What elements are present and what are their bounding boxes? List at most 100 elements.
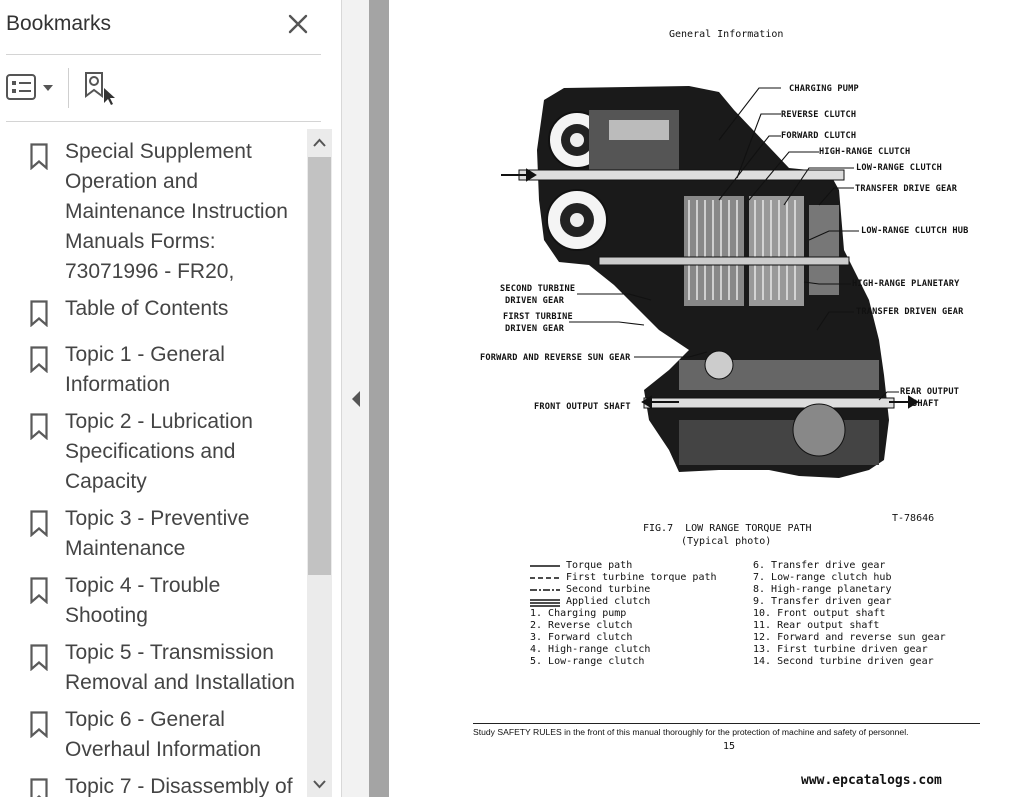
- legend-item: 12. Forward and reverse sun gear: [753, 632, 946, 643]
- bookmark-label: 73071996 - FR20,: [65, 260, 235, 283]
- bookmark-label: Topic 2 - Lubrication: [65, 410, 253, 433]
- panel-title: Bookmarks: [6, 12, 112, 35]
- legend-item: 2. Reverse clutch: [530, 620, 633, 631]
- list-options-button[interactable]: [5, 72, 57, 104]
- bookmark-icon: [30, 778, 48, 797]
- bookmark-label: Removal and Installation: [65, 671, 295, 694]
- chevron-left-icon: [352, 391, 360, 407]
- scroll-down-icon[interactable]: [307, 771, 332, 797]
- bookmark-item[interactable]: Topic 7 - Disassembly of: [0, 772, 306, 797]
- legend-swatch: [530, 589, 560, 591]
- legend-right: 6. Transfer drive gear 7. Low-range clut…: [753, 560, 983, 668]
- legend-item: 3. Forward clutch: [530, 632, 633, 643]
- diagram-label: REAR OUTPUT: [900, 387, 960, 397]
- bookmark-label: Maintenance: [65, 537, 186, 560]
- diagram-label: FRONT OUTPUT SHAFT: [534, 402, 631, 412]
- bookmark-item[interactable]: Topic 5 - Transmission Removal and Insta…: [0, 638, 306, 702]
- diagram-label: HIGH-RANGE PLANETARY: [852, 279, 960, 289]
- legend-left: Torque path First turbine torque path Se…: [530, 560, 745, 668]
- diagram-label: TRANSFER DRIVE GEAR: [855, 184, 958, 194]
- legend-item: 5. Low-range clutch: [530, 656, 645, 667]
- bookmark-label: Operation and: [65, 170, 199, 193]
- bookmark-label: Topic 6 - General: [65, 708, 225, 731]
- footer-divider: [473, 723, 980, 724]
- divider: [6, 121, 321, 122]
- diagram-label: TRANSFER DRIVEN GEAR: [856, 307, 964, 317]
- watermark: www.epcatalogs.com: [801, 773, 942, 788]
- legend-item: First turbine torque path: [566, 572, 717, 583]
- bookmark-label: Topic 4 - Trouble: [65, 574, 221, 597]
- bookmark-icon: [30, 644, 48, 671]
- legend-item: Second turbine: [566, 584, 651, 595]
- figure-subcaption: (Typical photo): [681, 536, 772, 547]
- bookmark-icon: [30, 577, 48, 604]
- divider: [6, 54, 321, 55]
- document-page[interactable]: General Information: [389, 0, 1012, 797]
- legend-item: 8. High-range planetary: [753, 584, 892, 595]
- legend-swatch: [530, 577, 560, 579]
- diagram-label: FORWARD AND REVERSE SUN GEAR: [480, 353, 631, 363]
- figure-caption: FIG.7 LOW RANGE TORQUE PATH: [643, 523, 812, 534]
- bookmark-label: Topic 7 - Disassembly of: [65, 775, 293, 797]
- document-canvas: [369, 0, 389, 797]
- diagram-label: REVERSE CLUTCH: [781, 110, 857, 120]
- page-header: General Information: [669, 29, 784, 40]
- collapse-panel-button[interactable]: [341, 0, 370, 797]
- figure-code: T-78646: [892, 513, 935, 524]
- bookmark-item[interactable]: Topic 4 - Trouble Shooting: [0, 571, 306, 635]
- legend-item: 14. Second turbine driven gear: [753, 656, 934, 667]
- bookmark-item[interactable]: Special Supplement Operation and Mainten…: [0, 137, 306, 289]
- bookmarks-panel: Bookmarks Special Supplement Operati: [0, 0, 341, 797]
- page-number: 15: [723, 741, 736, 752]
- bookmark-icon: [30, 300, 48, 327]
- footer-note: Study SAFETY RULES in the front of this …: [473, 727, 909, 737]
- close-icon[interactable]: [284, 10, 312, 38]
- scrollbar-thumb[interactable]: [308, 157, 331, 575]
- bookmark-label: Topic 5 - Transmission: [65, 641, 274, 664]
- diagram-label: DRIVEN GEAR: [505, 296, 565, 306]
- diagram-label: DRIVEN GEAR: [505, 324, 565, 334]
- bookmark-label: Special Supplement: [65, 140, 252, 163]
- bookmark-icon: [30, 711, 48, 738]
- bookmark-label: Topic 1 - General: [65, 343, 225, 366]
- toolbar-separator: [68, 68, 69, 108]
- bookmark-label: Overhaul Information: [65, 738, 262, 761]
- bookmark-item[interactable]: Topic 6 - General Overhaul Information: [0, 705, 306, 769]
- legend-swatch: [530, 599, 560, 607]
- legend-item: 7. Low-range clutch hub: [753, 572, 892, 583]
- bookmark-label: Information: [65, 373, 171, 396]
- bookmark-label: Shooting: [65, 604, 148, 627]
- bookmark-icon: [30, 143, 48, 170]
- diagram-label: SHAFT: [912, 399, 939, 409]
- diagram-label: FORWARD CLUTCH: [781, 131, 857, 141]
- diagram-label: SECOND TURBINE: [500, 284, 576, 294]
- legend-item: Applied clutch: [566, 596, 651, 607]
- scroll-up-icon[interactable]: [307, 129, 332, 157]
- legend-item: 1. Charging pump: [530, 608, 627, 619]
- diagram-label: LOW-RANGE CLUTCH: [856, 163, 942, 173]
- legend-item: 4. High-range clutch: [530, 644, 651, 655]
- bookmark-scrollbar[interactable]: [307, 129, 332, 797]
- bookmark-label: Manuals Forms:: [65, 230, 216, 253]
- bookmark-item[interactable]: Topic 3 - Preventive Maintenance: [0, 504, 306, 568]
- legend-item: Torque path: [566, 560, 633, 571]
- legend-item: 11. Rear output shaft: [753, 620, 880, 631]
- diagram-label: CHARGING PUMP: [789, 84, 859, 94]
- bookmark-label: Table of Contents: [65, 297, 229, 320]
- bookmark-label: Maintenance Instruction: [65, 200, 288, 223]
- bookmark-label: Capacity: [65, 470, 147, 493]
- bookmark-icon: [30, 346, 48, 373]
- bookmark-item[interactable]: Topic 1 - General Information: [0, 340, 306, 404]
- find-bookmark-icon[interactable]: [82, 70, 118, 106]
- legend-item: 10. Front output shaft: [753, 608, 886, 619]
- bookmark-list: Special Supplement Operation and Mainten…: [0, 129, 306, 797]
- bookmark-label: Specifications and: [65, 440, 236, 463]
- bookmark-item[interactable]: Table of Contents: [0, 294, 306, 328]
- diagram-label: HIGH-RANGE CLUTCH: [819, 147, 911, 157]
- bookmark-icon: [30, 413, 48, 440]
- transmission-cutaway-diagram: [501, 86, 919, 478]
- bookmark-item[interactable]: Topic 2 - Lubrication Specifications and…: [0, 407, 306, 501]
- bookmark-icon: [30, 510, 48, 537]
- legend-item: 6. Transfer drive gear: [753, 560, 886, 571]
- panel-header: Bookmarks: [0, 0, 341, 52]
